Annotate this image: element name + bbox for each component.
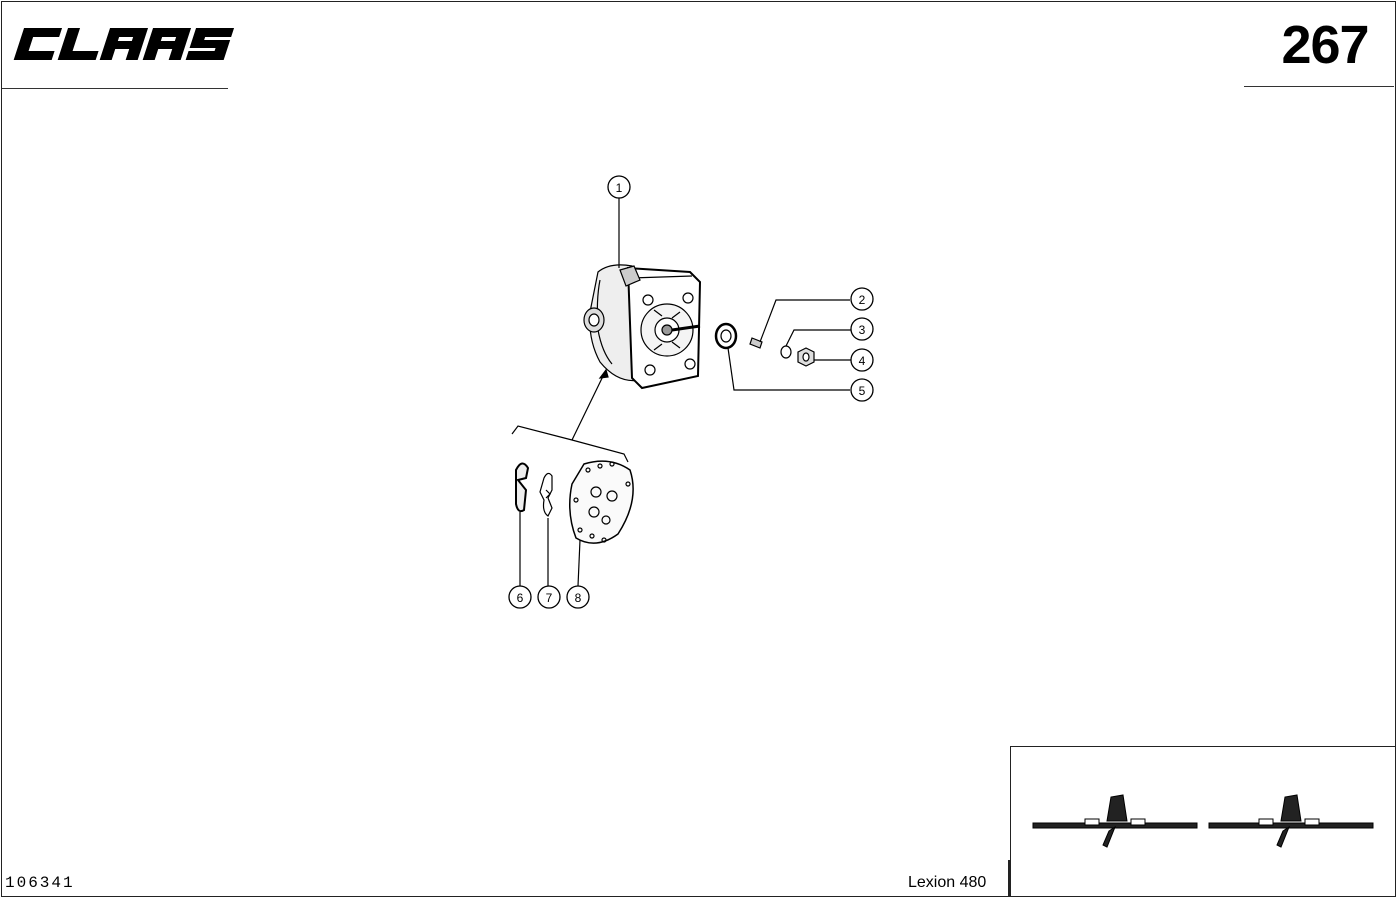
document-id: 106341 [5, 874, 75, 892]
callout-label-2: 2 [859, 293, 866, 307]
header-rule-right [1244, 86, 1394, 87]
callout-label-1: 1 [616, 181, 623, 195]
shaft-seal [714, 322, 738, 350]
hex-nut [797, 347, 815, 367]
callout-label-8: 8 [575, 591, 582, 605]
callout-label-5: 5 [859, 384, 866, 398]
claas-logo [13, 28, 235, 60]
washer [780, 345, 792, 359]
feather-key [749, 337, 763, 349]
callout-label-4: 4 [859, 354, 866, 368]
location-inset [1010, 746, 1396, 896]
cover-plate [569, 460, 634, 544]
callout-circle-6 [508, 585, 532, 609]
inset-divider [1008, 860, 1010, 896]
callout-label-7: 7 [546, 591, 553, 605]
callout-circle-2 [850, 287, 874, 311]
machine-location-thumbnail [1032, 794, 1374, 848]
callout-label-3: 3 [859, 323, 866, 337]
callout-circle-8 [566, 585, 590, 609]
callout-circle-1 [607, 175, 631, 199]
callout-circle-3 [850, 317, 874, 341]
hydraulic-pump [583, 264, 702, 390]
model-name: Lexion 480 [908, 874, 987, 891]
page-number: 267 [1281, 15, 1369, 75]
callout-circle-5 [850, 378, 874, 402]
callout-label-6: 6 [517, 591, 524, 605]
callout-circle-7 [537, 585, 561, 609]
support-ring [539, 472, 553, 517]
callout-circle-4 [850, 348, 874, 372]
header-rule-left [2, 88, 228, 89]
seal-gasket [515, 462, 530, 513]
